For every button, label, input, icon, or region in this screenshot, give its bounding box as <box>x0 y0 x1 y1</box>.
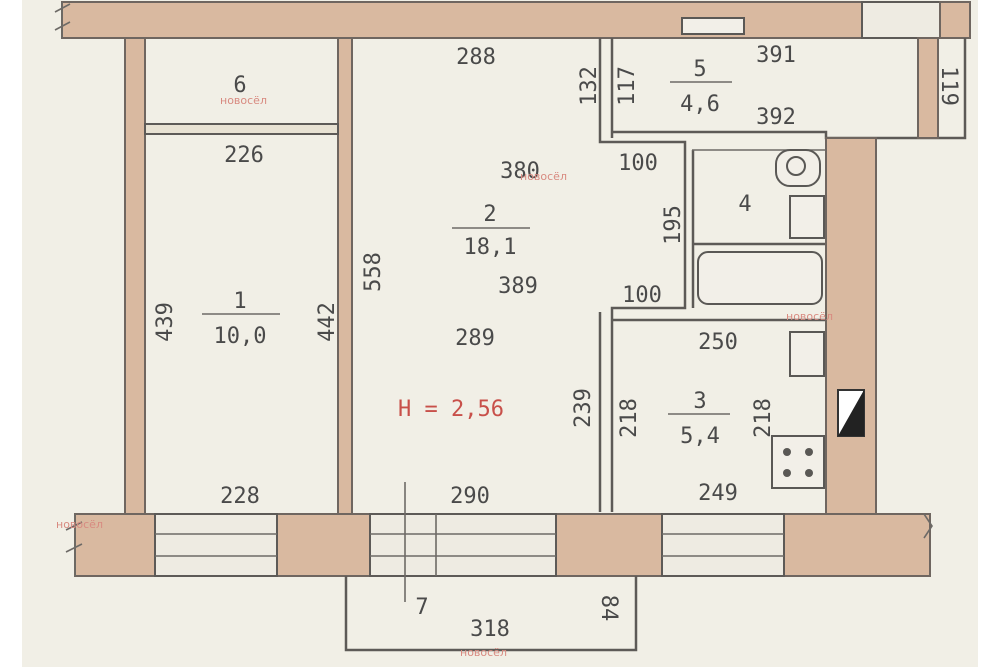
dim-119: 119 <box>936 66 961 106</box>
balcony-outline <box>344 576 638 652</box>
dim-558: 558 <box>361 252 386 292</box>
room4-number: 4 <box>738 192 751 217</box>
window-1 <box>154 513 278 577</box>
watermark: новосёл <box>220 94 267 107</box>
watermark: новосёл <box>520 170 567 183</box>
room3-area: 5,4 <box>680 424 720 449</box>
ventilation-shaft-icon <box>837 389 865 437</box>
window-3 <box>661 513 785 577</box>
dim-195: 195 <box>661 205 686 245</box>
dim-290: 290 <box>450 484 490 509</box>
dim-218-left: 218 <box>617 398 642 438</box>
dim-288: 288 <box>456 45 496 70</box>
room2-area: 18,1 <box>464 235 517 260</box>
dim-289: 289 <box>455 326 495 351</box>
room5-right-wall <box>917 37 939 139</box>
wall-room1-room2 <box>337 37 353 515</box>
room5-number: 5 <box>693 57 706 82</box>
dim-318: 318 <box>470 617 510 642</box>
top-wall-end <box>939 1 971 39</box>
dim-389: 389 <box>498 274 538 299</box>
corridor-wall <box>598 38 687 512</box>
bathtub-icon <box>697 251 823 305</box>
dim-380: 380 <box>500 159 540 184</box>
room1-number: 1 <box>233 289 246 314</box>
left-margin <box>0 0 22 667</box>
dim-132: 132 <box>577 66 602 106</box>
right-margin <box>978 0 1000 667</box>
dim-228: 228 <box>220 484 260 509</box>
room7-number: 7 <box>415 595 428 620</box>
dim-84: 84 <box>596 595 621 622</box>
room5-area: 4,6 <box>680 92 720 117</box>
dim-100-bottom: 100 <box>622 283 662 308</box>
bathroom-sink-icon <box>789 195 825 239</box>
stove-icon <box>771 435 825 489</box>
dim-249: 249 <box>698 481 738 506</box>
watermark: новосёл <box>56 518 103 531</box>
watermark: новосёл <box>786 310 833 323</box>
closet-partition <box>144 123 339 135</box>
watermark: новосёл <box>460 646 507 659</box>
dim-442: 442 <box>315 302 340 342</box>
room1-area: 10,0 <box>214 324 267 349</box>
dim-392: 392 <box>756 105 796 130</box>
dim-100-top: 100 <box>618 151 658 176</box>
break-mark-bottom <box>65 513 933 576</box>
room6-number: 6 <box>233 73 246 98</box>
dim-250: 250 <box>698 330 738 355</box>
top-window <box>861 1 941 39</box>
dim-239: 239 <box>571 388 596 428</box>
room3-number: 3 <box>693 389 706 414</box>
kitchen-sink-icon <box>789 331 825 377</box>
dim-439: 439 <box>153 302 178 342</box>
ceiling-height: H = 2,56 <box>398 397 504 422</box>
dim-117: 117 <box>615 66 640 106</box>
left-outer-wall <box>124 37 146 515</box>
toilet-icon <box>775 149 821 187</box>
break-mark-top <box>54 2 71 38</box>
kitchen-right-wall <box>825 137 877 515</box>
vent-grille <box>681 17 745 35</box>
bathroom-walls <box>691 150 826 308</box>
balcony-door <box>369 513 557 577</box>
room2-number: 2 <box>483 202 496 227</box>
dim-226: 226 <box>224 143 264 168</box>
dim-391: 391 <box>756 43 796 68</box>
dim-218-right: 218 <box>751 398 776 438</box>
